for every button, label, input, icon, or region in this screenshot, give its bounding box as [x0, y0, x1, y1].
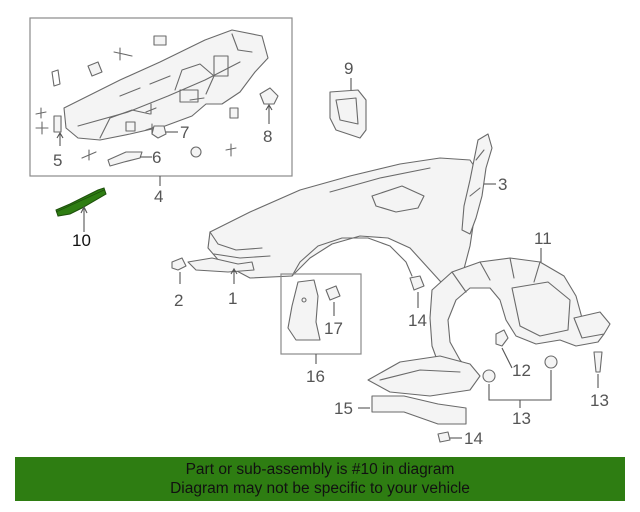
inset-small-parts: [35, 35, 239, 161]
callout-3[interactable]: 3: [498, 175, 507, 194]
callout-17[interactable]: 17: [324, 319, 343, 338]
part-12[interactable]: [495, 329, 513, 369]
inset-box-4: [29, 17, 293, 177]
part-8[interactable]: [259, 87, 279, 124]
callout-13a[interactable]: 13: [512, 409, 531, 428]
inset-box-16: [280, 273, 362, 355]
callout-9[interactable]: 9: [344, 59, 353, 78]
callout-10[interactable]: 10: [72, 231, 91, 250]
part-5[interactable]: [53, 115, 64, 146]
callout-11[interactable]: 11: [534, 229, 552, 248]
callout-8[interactable]: 8: [263, 127, 272, 146]
callout-4[interactable]: 4: [154, 187, 163, 206]
part-11-liner[interactable]: [429, 248, 611, 381]
callout-13b[interactable]: 13: [590, 391, 609, 410]
callout-15[interactable]: 15: [334, 399, 353, 418]
part-6[interactable]: [107, 151, 152, 167]
part-4-frame[interactable]: [63, 29, 269, 141]
part-10-highlighted[interactable]: [55, 187, 107, 232]
callout-5[interactable]: 5: [53, 151, 62, 170]
callout-1[interactable]: 1: [228, 289, 237, 308]
part-14-upper[interactable]: [409, 275, 425, 308]
callout-7[interactable]: 7: [180, 123, 189, 142]
info-banner: Part or sub-assembly is #10 in diagram D…: [15, 457, 625, 501]
part-16-mud-flap[interactable]: [287, 279, 321, 341]
callout-2[interactable]: 2: [174, 291, 183, 310]
part-2[interactable]: [171, 257, 187, 284]
callout-14b[interactable]: 14: [464, 429, 483, 448]
callout-6[interactable]: 6: [152, 148, 161, 167]
part-3[interactable]: [461, 133, 496, 235]
part-14-lower[interactable]: [437, 431, 462, 443]
part-9[interactable]: [329, 78, 367, 139]
part-7[interactable]: [151, 125, 178, 139]
part-13-fasteners[interactable]: [482, 351, 603, 408]
part-17-clip[interactable]: [325, 285, 341, 316]
callout-16[interactable]: 16: [306, 367, 325, 386]
banner-line-2: Diagram may not be specific to your vehi…: [170, 480, 470, 497]
callout-14a[interactable]: 14: [408, 311, 427, 330]
part-1-fender[interactable]: [187, 157, 479, 293]
banner-line-1: Part or sub-assembly is #10 in diagram: [185, 461, 455, 478]
callout-12[interactable]: 12: [512, 361, 531, 380]
part-15-deflector[interactable]: [358, 395, 467, 425]
lower-shield[interactable]: [367, 355, 481, 397]
